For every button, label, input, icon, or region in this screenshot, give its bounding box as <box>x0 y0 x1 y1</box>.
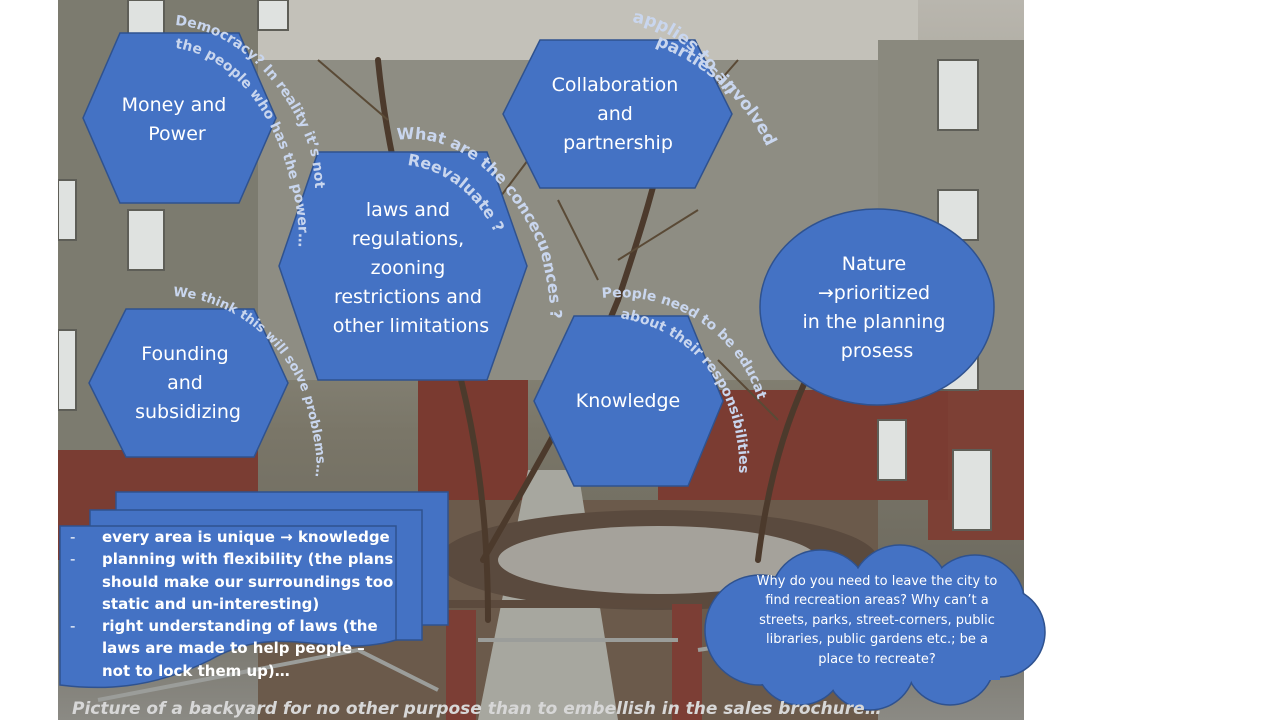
notes-list: every area is unique → knowledge plannin… <box>66 526 396 682</box>
nature-line-4: prosess <box>841 340 913 362</box>
collaboration-hexagon <box>502 39 733 189</box>
nature-label: Nature →prioritized in the planning pros… <box>802 253 951 362</box>
nature-line-2: →prioritized <box>818 282 930 304</box>
laws-line-1: laws and <box>366 199 450 221</box>
collaboration-line-2: and <box>597 103 633 125</box>
founding-hexagon <box>88 308 289 458</box>
knowledge-label: Knowledge <box>576 390 680 412</box>
money-power-line-2: Power <box>148 123 206 145</box>
laws-line-4: restrictions and <box>334 286 482 308</box>
founding-line-2: and <box>167 372 203 394</box>
nature-line-3: in the planning <box>802 311 945 333</box>
founding-line-3: subsidizing <box>135 401 241 423</box>
nature-line-1: Nature <box>842 253 906 275</box>
knowledge-hexagon <box>533 315 724 487</box>
nature-ellipse <box>759 208 995 406</box>
note-item: planning with flexibility (the plans sho… <box>66 548 396 615</box>
money-power-line-1: Money and <box>122 94 227 116</box>
money-power-hexagon <box>82 32 277 204</box>
founding-label: Founding and subsidizing <box>135 343 241 423</box>
laws-line-3: zooning <box>371 257 446 279</box>
collaboration-label: Collaboration and partnership <box>552 74 685 154</box>
laws-line-2: regulations, <box>352 228 464 250</box>
collaboration-line-1: Collaboration <box>552 74 679 96</box>
laws-hexagon <box>278 151 528 381</box>
collaboration-line-3: partnership <box>563 132 673 154</box>
money-power-label: Money and Power <box>122 94 233 145</box>
laws-label: laws and regulations, zooning restrictio… <box>333 199 489 337</box>
knowledge-line-1: Knowledge <box>576 390 680 412</box>
founding-line-1: Founding <box>141 343 228 365</box>
laws-line-5: other limitations <box>333 315 489 337</box>
note-item: every area is unique → knowledge <box>66 526 396 549</box>
photo-caption: Picture of a backyard for no other purpo… <box>72 699 882 719</box>
cloud-text: Why do you need to leave the city to fin… <box>756 574 998 667</box>
note-item: right understanding of laws (the laws ar… <box>66 615 396 682</box>
